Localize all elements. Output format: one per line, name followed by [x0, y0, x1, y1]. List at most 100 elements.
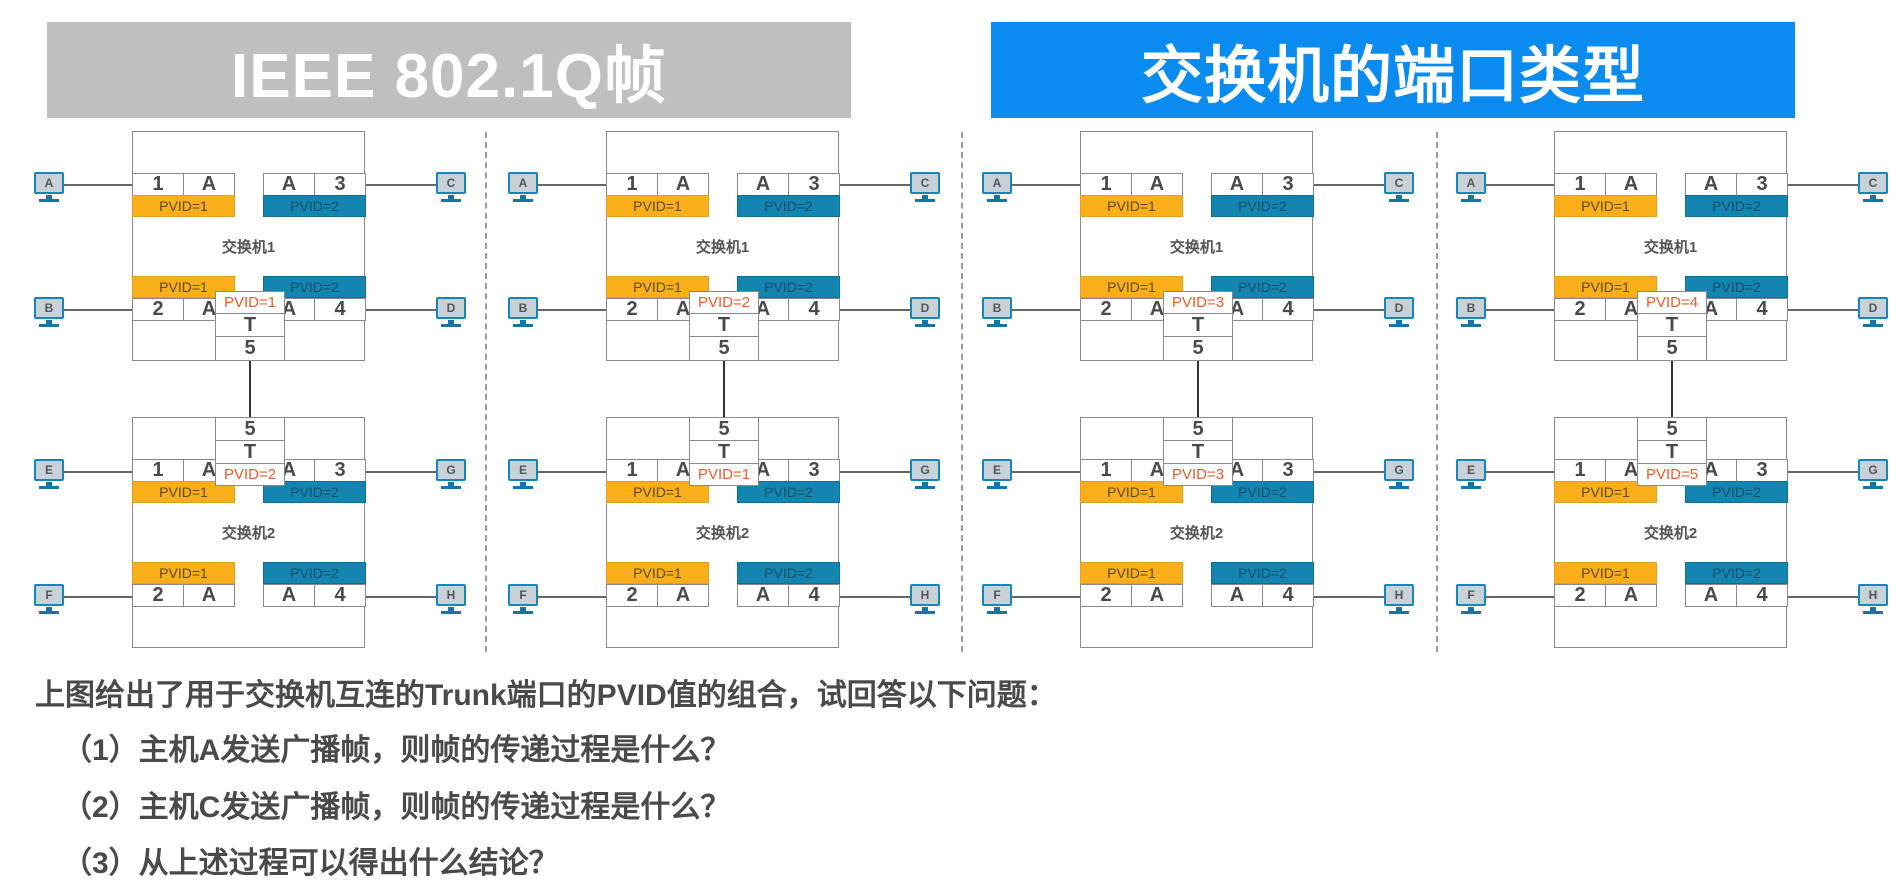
port-type-cell[interactable]: A — [657, 173, 709, 196]
trunk-port-pvid[interactable]: PVID=3 — [1163, 463, 1233, 486]
trunk-type-cell[interactable]: T — [689, 313, 759, 337]
trunk-type-cell[interactable]: T — [689, 440, 759, 464]
trunk-type-cell[interactable]: T — [1637, 440, 1707, 464]
trunk-port-pvid[interactable]: PVID=2 — [689, 291, 759, 314]
port-number-cell[interactable]: 4 — [788, 584, 840, 607]
host-computer-icon[interactable]: B — [1456, 297, 1486, 327]
host-computer-icon[interactable]: E — [34, 459, 64, 489]
trunk-port-number[interactable]: 5 — [689, 417, 759, 441]
host-computer-icon[interactable]: E — [982, 459, 1012, 489]
port-number-cell[interactable]: 1 — [606, 173, 658, 196]
host-computer-icon[interactable]: C — [910, 172, 940, 202]
trunk-port-pvid[interactable]: PVID=1 — [215, 291, 285, 314]
port-number-cell[interactable]: 4 — [1736, 584, 1788, 607]
switch-1[interactable]: 交换机1 — [1554, 131, 1787, 361]
host-computer-icon[interactable]: C — [1384, 172, 1414, 202]
trunk-type-cell[interactable]: T — [1163, 440, 1233, 464]
trunk-port-number[interactable]: 5 — [1637, 417, 1707, 441]
trunk-port-number[interactable]: 5 — [215, 336, 285, 361]
port-number-cell[interactable]: 3 — [314, 459, 366, 482]
port-number-cell[interactable]: 2 — [132, 298, 184, 321]
port-number-cell[interactable]: 1 — [606, 459, 658, 482]
port-number-cell[interactable]: 2 — [1080, 298, 1132, 321]
port-number-cell[interactable]: 1 — [132, 173, 184, 196]
port-number-cell[interactable]: 1 — [1554, 173, 1606, 196]
host-computer-icon[interactable]: G — [910, 459, 940, 489]
host-computer-icon[interactable]: C — [1858, 172, 1888, 202]
trunk-port-number[interactable]: 5 — [689, 336, 759, 361]
port-number-cell[interactable]: 3 — [1262, 459, 1314, 482]
port-type-cell[interactable]: A — [737, 173, 789, 196]
host-computer-icon[interactable]: G — [1384, 459, 1414, 489]
port-type-cell[interactable]: A — [263, 173, 315, 196]
port-number-cell[interactable]: 2 — [132, 584, 184, 607]
host-computer-icon[interactable]: H — [436, 584, 466, 614]
port-number-cell[interactable]: 1 — [132, 459, 184, 482]
port-type-cell[interactable]: A — [183, 584, 235, 607]
host-computer-icon[interactable]: D — [436, 297, 466, 327]
host-computer-icon[interactable]: A — [982, 172, 1012, 202]
host-computer-icon[interactable]: F — [1456, 584, 1486, 614]
port-number-cell[interactable]: 3 — [1262, 173, 1314, 196]
trunk-port-pvid[interactable]: PVID=1 — [689, 463, 759, 486]
port-type-cell[interactable]: A — [737, 584, 789, 607]
port-type-cell[interactable]: A — [1211, 173, 1263, 196]
host-computer-icon[interactable]: E — [508, 459, 538, 489]
host-computer-icon[interactable]: F — [34, 584, 64, 614]
port-number-cell[interactable]: 3 — [788, 173, 840, 196]
trunk-type-cell[interactable]: T — [1637, 313, 1707, 337]
host-computer-icon[interactable]: B — [982, 297, 1012, 327]
host-computer-icon[interactable]: D — [910, 297, 940, 327]
host-computer-icon[interactable]: H — [1858, 584, 1888, 614]
port-number-cell[interactable]: 4 — [314, 298, 366, 321]
port-number-cell[interactable]: 3 — [1736, 459, 1788, 482]
port-number-cell[interactable]: 4 — [1262, 298, 1314, 321]
host-computer-icon[interactable]: H — [910, 584, 940, 614]
host-computer-icon[interactable]: G — [1858, 459, 1888, 489]
port-number-cell[interactable]: 1 — [1080, 173, 1132, 196]
port-number-cell[interactable]: 1 — [1554, 459, 1606, 482]
port-number-cell[interactable]: 3 — [1736, 173, 1788, 196]
port-type-cell[interactable]: A — [183, 173, 235, 196]
host-computer-icon[interactable]: B — [508, 297, 538, 327]
trunk-port-number[interactable]: 5 — [1163, 417, 1233, 441]
trunk-type-cell[interactable]: T — [215, 313, 285, 337]
port-type-cell[interactable]: A — [263, 584, 315, 607]
trunk-port-pvid[interactable]: PVID=2 — [215, 463, 285, 486]
trunk-port-number[interactable]: 5 — [215, 417, 285, 441]
host-computer-icon[interactable]: D — [1858, 297, 1888, 327]
host-computer-icon[interactable]: B — [34, 297, 64, 327]
port-type-cell[interactable]: A — [1685, 173, 1737, 196]
port-number-cell[interactable]: 1 — [1080, 459, 1132, 482]
port-number-cell[interactable]: 4 — [314, 584, 366, 607]
host-computer-icon[interactable]: C — [436, 172, 466, 202]
port-number-cell[interactable]: 4 — [788, 298, 840, 321]
port-type-cell[interactable]: A — [1131, 173, 1183, 196]
host-computer-icon[interactable]: H — [1384, 584, 1414, 614]
port-number-cell[interactable]: 2 — [1554, 584, 1606, 607]
port-number-cell[interactable]: 2 — [1554, 298, 1606, 321]
port-number-cell[interactable]: 2 — [1080, 584, 1132, 607]
host-computer-icon[interactable]: E — [1456, 459, 1486, 489]
host-computer-icon[interactable]: A — [1456, 172, 1486, 202]
trunk-type-cell[interactable]: T — [1163, 313, 1233, 337]
trunk-port-pvid[interactable]: PVID=4 — [1637, 291, 1707, 314]
trunk-port-pvid[interactable]: PVID=3 — [1163, 291, 1233, 314]
port-type-cell[interactable]: A — [657, 584, 709, 607]
port-number-cell[interactable]: 2 — [606, 584, 658, 607]
port-type-cell[interactable]: A — [1131, 584, 1183, 607]
trunk-port-number[interactable]: 5 — [1637, 336, 1707, 361]
port-type-cell[interactable]: A — [1685, 584, 1737, 607]
port-number-cell[interactable]: 3 — [314, 173, 366, 196]
port-type-cell[interactable]: A — [1211, 584, 1263, 607]
host-computer-icon[interactable]: F — [508, 584, 538, 614]
port-type-cell[interactable]: A — [1605, 173, 1657, 196]
host-computer-icon[interactable]: A — [508, 172, 538, 202]
port-type-cell[interactable]: A — [1605, 584, 1657, 607]
trunk-type-cell[interactable]: T — [215, 440, 285, 464]
port-number-cell[interactable]: 3 — [788, 459, 840, 482]
port-number-cell[interactable]: 4 — [1262, 584, 1314, 607]
host-computer-icon[interactable]: F — [982, 584, 1012, 614]
port-number-cell[interactable]: 4 — [1736, 298, 1788, 321]
trunk-port-number[interactable]: 5 — [1163, 336, 1233, 361]
